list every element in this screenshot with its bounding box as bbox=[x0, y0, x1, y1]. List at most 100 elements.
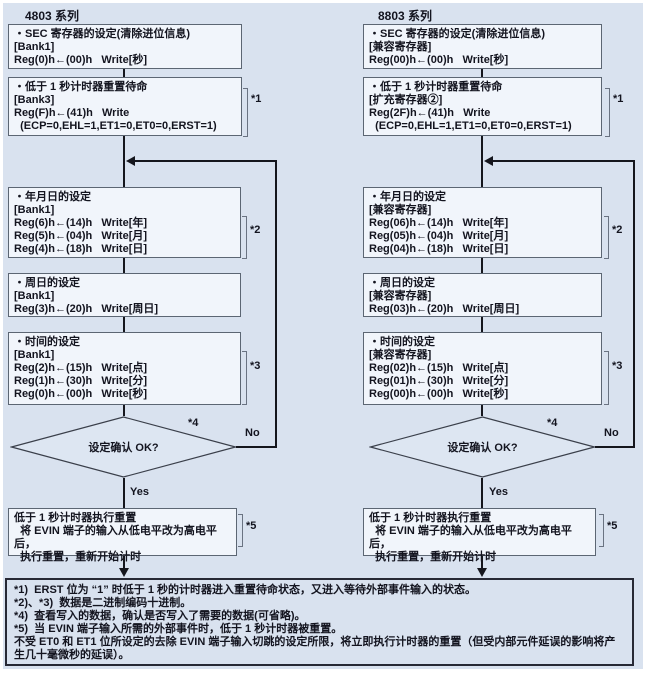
note-ref: *1 bbox=[251, 93, 262, 105]
box-text-line: Reg(3)h←(20)h Write[周日] bbox=[14, 303, 159, 315]
note-ref: *2 bbox=[612, 224, 623, 236]
box-text-line: Reg(2)h←(15)h Write[点] bbox=[14, 362, 148, 374]
flow-line bbox=[481, 478, 483, 508]
footnote-line: *4) 查看写入的数据，确认是否写入了需要的数据(可省略)。 bbox=[14, 610, 306, 622]
flow-node-date-setting-8803: ・年月日的设定 [兼容寄存器] Reg(06)h←(14)h Write[年] … bbox=[363, 187, 602, 258]
box-text-line: Reg(05)h←(04)h Write[月] bbox=[369, 230, 509, 242]
box-text-line: [Bank3] bbox=[14, 94, 55, 106]
box-text-line: [兼容寄存器] bbox=[369, 290, 432, 302]
flow-node-date-setting-4803: ・年月日的设定 [Bank1] Reg(6)h←(14)h Write[年] R… bbox=[8, 187, 241, 258]
flow-line-no-feedback bbox=[275, 160, 277, 448]
footnote-panel: *1) ERST 位为 “1” 时低于 1 秒的计时器进入重置待命状态，又进入等… bbox=[5, 578, 634, 666]
box-text-line: Reg(1)h←(30)h Write[分] bbox=[14, 375, 148, 387]
flow-node-time-setting-4803: ・时间的设定 [Bank1] Reg(2)h←(15)h Write[点] Re… bbox=[8, 332, 241, 405]
no-label: No bbox=[604, 427, 619, 439]
flow-line bbox=[481, 69, 483, 77]
flow-line bbox=[123, 258, 125, 273]
diamond-shape bbox=[369, 416, 596, 478]
box-text-line: [兼容寄存器] bbox=[369, 204, 432, 216]
no-label: No bbox=[245, 427, 260, 439]
flow-node-weekday-setting-4803: ・周日的设定 [Bank1] Reg(3)h←(20)h Write[周日] bbox=[8, 273, 241, 317]
flow-line bbox=[481, 317, 483, 332]
box-text-line: Reg(5)h←(04)h Write[月] bbox=[14, 230, 148, 242]
note-ref: *4 bbox=[547, 417, 558, 429]
note-ref: *5 bbox=[246, 520, 257, 532]
box-text-line: ・周日的设定 bbox=[369, 277, 435, 289]
box-text-line: ・时间的设定 bbox=[14, 336, 80, 348]
arrow-left-icon bbox=[126, 156, 135, 166]
box-text-line: ・周日的设定 bbox=[14, 277, 80, 289]
box-text-line: (ECP=0,EHL=1,ET1=0,ET0=0,ERST=1) bbox=[14, 120, 217, 132]
footnote-line: *2)、*3) 数据是二进制编码十进制。 bbox=[14, 597, 192, 609]
box-text-line: [兼容寄存器] bbox=[369, 349, 432, 361]
footnote-line: 不受 ET0 和 ET1 位所设定的去除 EVIN 端子输入切跳的设定所限，将立… bbox=[14, 636, 616, 661]
box-text-line: 执行重置，重新开始计时 bbox=[14, 551, 142, 563]
column-title-4803: 4803 系列 bbox=[25, 9, 80, 23]
flow-node-subsecond-standby-8803: ・低于 1 秒计时器重置待命 [扩充寄存器②] Reg(2F)h←(41)h W… bbox=[363, 77, 602, 136]
note-ref: *2 bbox=[250, 224, 261, 236]
box-text-line: Reg(2F)h←(41)h Write bbox=[369, 107, 491, 119]
box-text-line: ・SEC 寄存器的设定(清除进位信息) bbox=[14, 28, 190, 40]
arrow-left-icon bbox=[484, 156, 493, 166]
footnote-line: *5) 当 EVIN 端子输入所需的外部事件时，低于 1 秒计时器被重置。 bbox=[14, 623, 343, 635]
note-bracket bbox=[604, 216, 609, 259]
box-text-line: Reg(03)h←(20)h Write[周日] bbox=[369, 303, 520, 315]
flow-node-reset-execute-4803: 低于 1 秒计时器执行重置 将 EVIN 端子的输入从低电平改为高电平后， 执行… bbox=[8, 508, 237, 563]
arrow-down-icon bbox=[119, 568, 129, 577]
flow-node-time-setting-8803: ・时间的设定 [兼容寄存器] Reg(02)h←(15)h Write[点] R… bbox=[363, 332, 602, 405]
box-text-line: 低于 1 秒计时器执行重置 bbox=[369, 512, 492, 524]
note-ref: *5 bbox=[607, 520, 618, 532]
flow-line bbox=[123, 478, 125, 508]
decision-label: 设定确认 OK? bbox=[447, 442, 518, 454]
flow-line bbox=[481, 136, 483, 187]
flow-line bbox=[595, 446, 635, 448]
decision-label: 设定确认 OK? bbox=[88, 442, 159, 454]
box-text-line: Reg(F)h←(41)h Write bbox=[14, 107, 130, 119]
column-title-8803: 8803 系列 bbox=[378, 9, 433, 23]
flow-line bbox=[481, 556, 483, 571]
note-bracket bbox=[243, 88, 248, 137]
flow-node-sec-setting-8803: ・SEC 寄存器的设定(清除进位信息) [兼容寄存器] Reg(00)h←(00… bbox=[363, 24, 602, 69]
note-ref: *3 bbox=[250, 360, 261, 372]
box-text-line: Reg(0)h←(00)h Write[秒] bbox=[14, 54, 148, 66]
note-bracket bbox=[605, 88, 610, 137]
flow-node-reset-execute-8803: 低于 1 秒计时器执行重置 将 EVIN 端子的输入从低电平改为高电平后， 执行… bbox=[363, 508, 596, 563]
flow-node-weekday-setting-8803: ・周日的设定 [兼容寄存器] Reg(03)h←(20)h Write[周日] bbox=[363, 273, 602, 317]
box-text-line: [扩充寄存器②] bbox=[369, 94, 443, 106]
note-bracket bbox=[242, 351, 247, 405]
box-text-line: 低于 1 秒计时器执行重置 bbox=[14, 512, 137, 524]
box-text-line: Reg(06)h←(14)h Write[年] bbox=[369, 217, 509, 229]
flow-line bbox=[481, 258, 483, 273]
box-text-line: ・SEC 寄存器的设定(清除进位信息) bbox=[369, 28, 545, 40]
flow-line bbox=[481, 405, 483, 416]
note-ref: *4 bbox=[188, 417, 199, 429]
box-text-line: [兼容寄存器] bbox=[369, 41, 432, 53]
flow-line bbox=[123, 405, 125, 416]
box-text-line: Reg(01)h←(30)h Write[分] bbox=[369, 375, 509, 387]
flow-line bbox=[236, 446, 277, 448]
box-text-line: Reg(6)h←(14)h Write[年] bbox=[14, 217, 148, 229]
diamond-shape bbox=[10, 416, 237, 478]
footnote-line: *1) ERST 位为 “1” 时低于 1 秒的计时器进入重置待命状态，又进入等… bbox=[14, 584, 477, 596]
box-text-line: ・时间的设定 bbox=[369, 336, 435, 348]
note-bracket bbox=[599, 514, 604, 547]
box-text-line: 将 EVIN 端子的输入从低电平改为高电平后， bbox=[369, 525, 572, 550]
note-bracket bbox=[238, 514, 243, 547]
flow-line bbox=[123, 317, 125, 332]
box-text-line: Reg(00)h←(00)h Write[秒] bbox=[369, 388, 509, 400]
box-text-line: 执行重置，重新开始计时 bbox=[369, 551, 497, 563]
flow-line bbox=[123, 136, 125, 187]
note-bracket bbox=[604, 351, 609, 405]
note-ref: *1 bbox=[613, 93, 624, 105]
flow-line bbox=[123, 556, 125, 571]
box-text-line: Reg(4)h←(18)h Write[日] bbox=[14, 243, 148, 255]
box-text-line: [Bank1] bbox=[14, 204, 55, 216]
flow-line bbox=[493, 160, 635, 162]
note-ref: *3 bbox=[612, 360, 623, 372]
yes-label: Yes bbox=[130, 486, 149, 498]
box-text-line: Reg(04)h←(18)h Write[日] bbox=[369, 243, 509, 255]
box-text-line: Reg(02)h←(15)h Write[点] bbox=[369, 362, 509, 374]
yes-label: Yes bbox=[489, 486, 508, 498]
flow-node-subsecond-standby-4803: ・低于 1 秒计时器重置待命 [Bank3] Reg(F)h←(41)h Wri… bbox=[8, 77, 242, 136]
box-text-line: [Bank1] bbox=[14, 41, 55, 53]
